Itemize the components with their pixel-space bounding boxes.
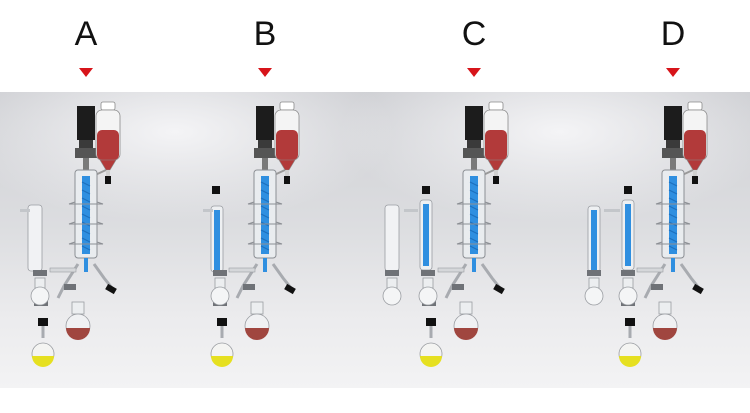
- apparatus-d-icon: [584, 100, 709, 369]
- option-b[interactable]: B: [235, 14, 295, 77]
- option-a-label: A: [74, 15, 98, 53]
- option-b-marker-icon: [258, 68, 272, 77]
- option-c-marker-icon: [467, 68, 481, 77]
- apparatus-c-icon: [382, 100, 510, 369]
- apparatus-illustration: [20, 100, 709, 369]
- option-a-marker-icon: [79, 68, 93, 77]
- option-c[interactable]: C: [444, 14, 504, 77]
- apparatus-b-icon: [203, 100, 301, 369]
- option-d-marker-icon: [666, 68, 680, 77]
- bottom-margin: [0, 388, 750, 413]
- option-c-label: C: [461, 15, 487, 53]
- apparatus-panel: [0, 92, 750, 388]
- option-labels: A B C D: [0, 0, 750, 92]
- option-b-label: B: [253, 15, 277, 53]
- option-d-label: D: [660, 15, 686, 53]
- option-a[interactable]: A: [56, 14, 116, 77]
- option-d[interactable]: D: [643, 14, 703, 77]
- apparatus-a-icon: [20, 100, 122, 369]
